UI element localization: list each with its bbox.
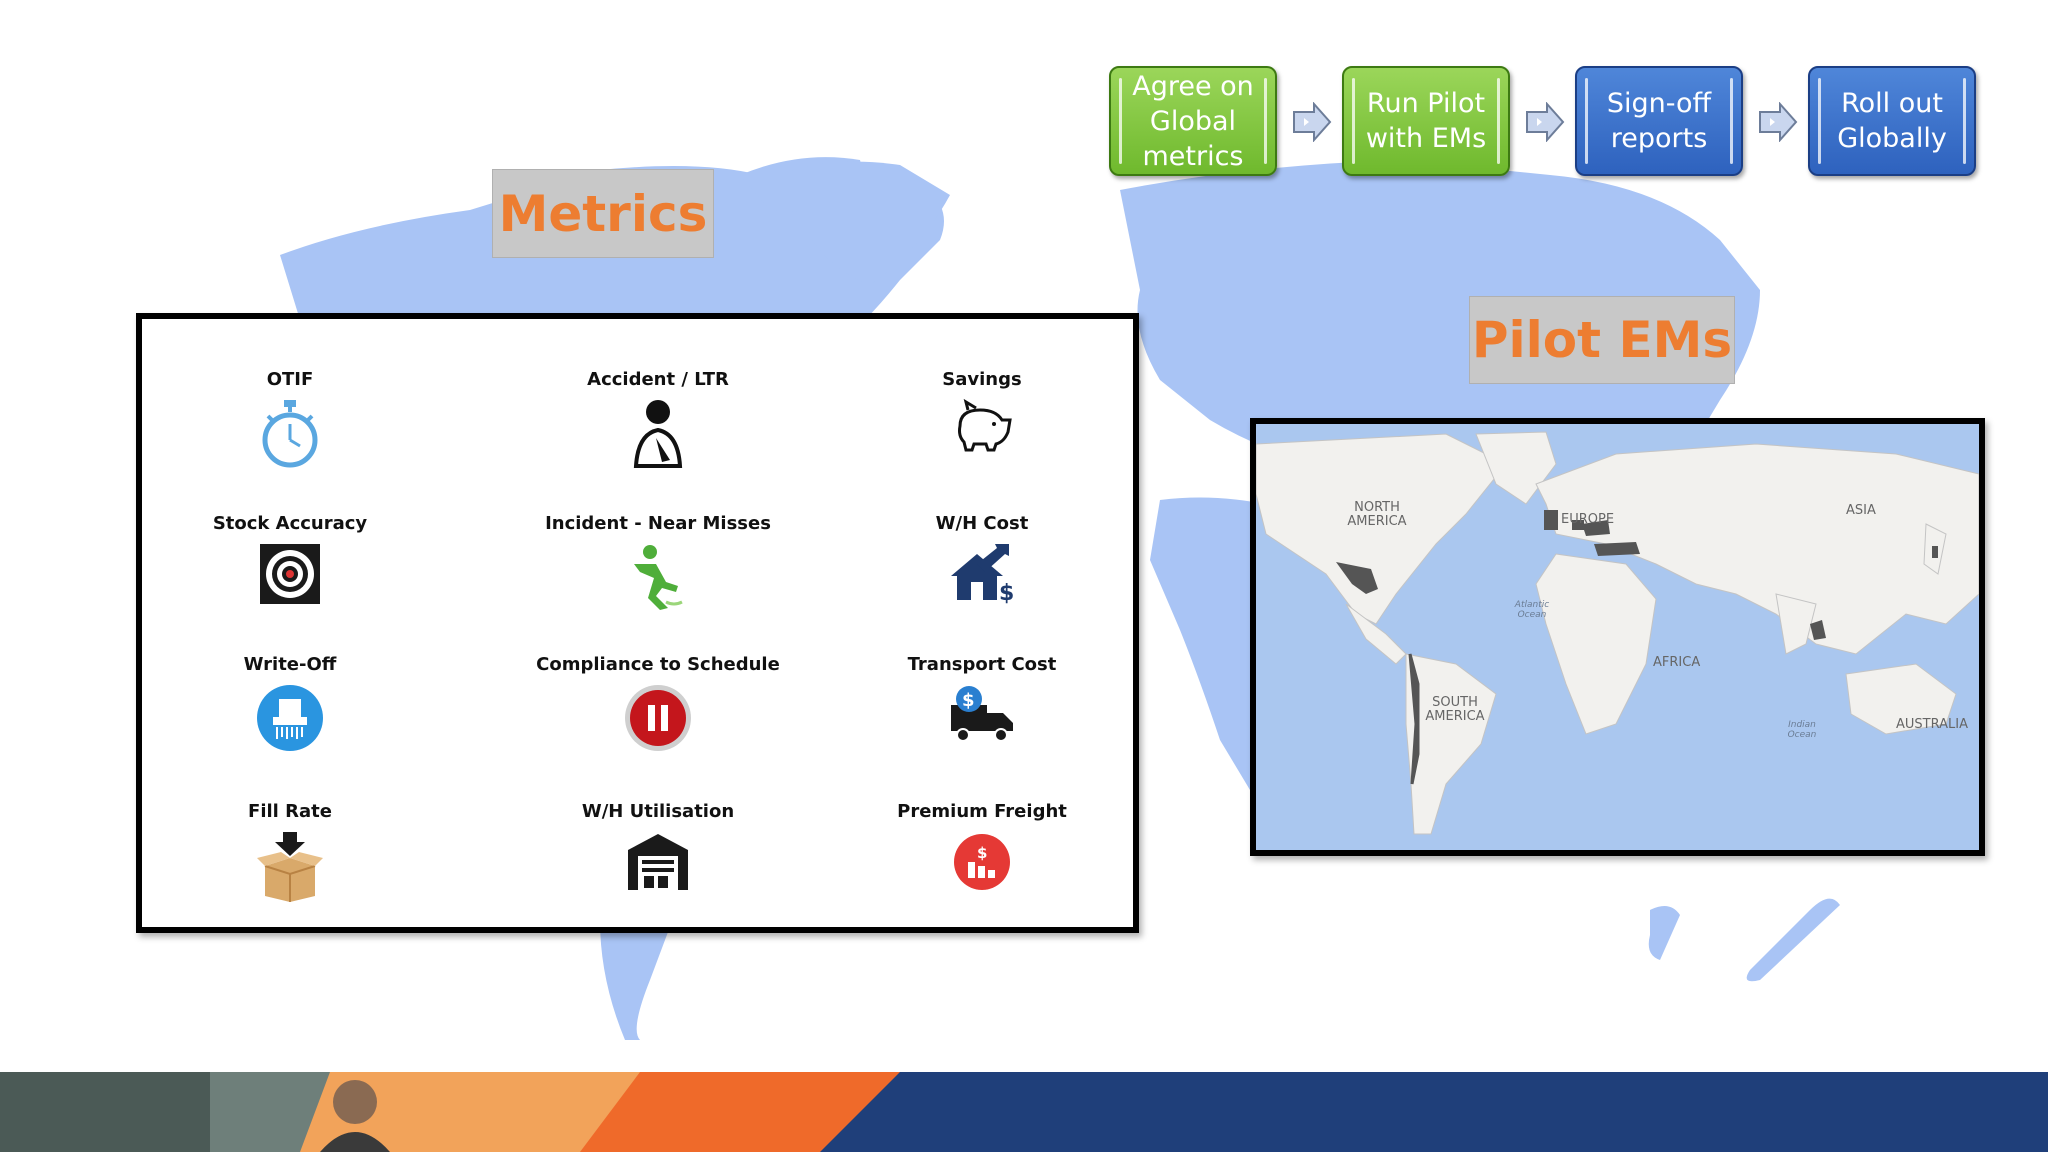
metric-label: Incident - Near Misses bbox=[545, 513, 771, 534]
metric-label: Compliance to Schedule bbox=[536, 654, 780, 675]
metric-label: Transport Cost bbox=[907, 654, 1057, 675]
process-step-label: Agree on Global metrics bbox=[1132, 70, 1254, 172]
metric-wh-utilisation: W/H Utilisation bbox=[518, 801, 798, 892]
metric-savings: Savings bbox=[842, 369, 1122, 458]
map-label-north-america: NORTH AMERICA bbox=[1347, 500, 1407, 529]
metric-premium-freight: Premium Freight $ bbox=[842, 801, 1122, 894]
metric-transport-cost: Transport Cost $ bbox=[842, 654, 1122, 745]
pilot-world-map bbox=[1256, 424, 1979, 850]
metric-label: Accident / LTR bbox=[587, 369, 729, 390]
slipping-person-icon bbox=[634, 545, 683, 610]
map-label-australia: AUSTRALIA bbox=[1896, 717, 1968, 732]
metric-label: Stock Accuracy bbox=[212, 513, 368, 534]
house-cost-icon: $ bbox=[951, 544, 1014, 604]
metric-incident-near-misses: Incident - Near Misses bbox=[518, 513, 798, 612]
metric-otif: OTIF bbox=[150, 369, 430, 470]
metric-wh-cost: W/H Cost $ bbox=[842, 513, 1122, 604]
metric-label: W/H Cost bbox=[935, 513, 1029, 534]
metric-label: Fill Rate bbox=[248, 801, 332, 822]
metric-write-off: Write-Off bbox=[150, 654, 430, 753]
svg-text:$: $ bbox=[999, 581, 1014, 604]
svg-text:$: $ bbox=[977, 844, 987, 862]
process-step-run-pilot: Run Pilot with EMs bbox=[1342, 66, 1510, 176]
target-icon bbox=[260, 544, 320, 604]
metric-fill-rate: Fill Rate bbox=[150, 801, 430, 902]
map-label-europe: EUROPE bbox=[1561, 512, 1615, 527]
map-label-atlantic: Atlantic Ocean bbox=[1514, 600, 1550, 620]
injured-person-icon bbox=[633, 400, 683, 468]
map-label-africa: AFRICA bbox=[1653, 655, 1701, 670]
truck-dollar-icon: $ bbox=[951, 686, 1013, 742]
process-step-roll-out: Roll out Globally bbox=[1808, 66, 1976, 176]
process-step-sign-off: Sign-off reports bbox=[1575, 66, 1743, 176]
process-step-label: Roll out Globally bbox=[1837, 88, 1947, 154]
process-step-label: Run Pilot with EMs bbox=[1365, 88, 1487, 154]
arrow-right-icon bbox=[1293, 102, 1332, 142]
process-step-agree-metrics: Agree on Global metrics bbox=[1109, 66, 1277, 176]
metric-accident-ltr: Accident / LTR bbox=[518, 369, 798, 470]
metric-stock-accuracy: Stock Accuracy bbox=[150, 513, 430, 606]
map-label-south-america: SOUTH AMERICA bbox=[1425, 695, 1485, 724]
metrics-title: Metrics bbox=[492, 169, 714, 258]
warehouse-icon bbox=[628, 834, 688, 890]
metric-label: Write-Off bbox=[243, 654, 337, 675]
pilot-title: Pilot EMs bbox=[1469, 296, 1735, 384]
arrow-right-icon bbox=[1759, 102, 1798, 142]
metrics-panel: OTIF Accident / LTR Savings Stock Accura… bbox=[136, 313, 1139, 933]
map-label-asia: ASIA bbox=[1846, 503, 1876, 518]
chart-dollar-icon: $ bbox=[954, 834, 1010, 890]
metric-label: W/H Utilisation bbox=[581, 801, 735, 822]
shredder-icon bbox=[257, 685, 323, 751]
map-label-indian: Indian Ocean bbox=[1787, 720, 1817, 740]
stopwatch-icon bbox=[262, 400, 318, 468]
piggy-bank-icon bbox=[958, 398, 1012, 452]
arrow-right-icon bbox=[1526, 102, 1565, 142]
box-fill-icon bbox=[257, 832, 323, 902]
pause-icon bbox=[625, 685, 691, 751]
metric-label: OTIF bbox=[266, 369, 314, 390]
pilot-map[interactable]: NORTH AMERICA EUROPE ASIA AFRICA SOUTH A… bbox=[1250, 418, 1985, 856]
metric-label: Savings bbox=[942, 369, 1022, 390]
metrics-title-text: Metrics bbox=[498, 184, 708, 243]
svg-text:$: $ bbox=[962, 690, 975, 711]
footer-banner bbox=[0, 1072, 2048, 1152]
pilot-title-text: Pilot EMs bbox=[1471, 311, 1733, 369]
process-step-label: Sign-off reports bbox=[1606, 88, 1712, 154]
metric-compliance-schedule: Compliance to Schedule bbox=[518, 654, 798, 753]
metric-label: Premium Freight bbox=[897, 801, 1067, 822]
